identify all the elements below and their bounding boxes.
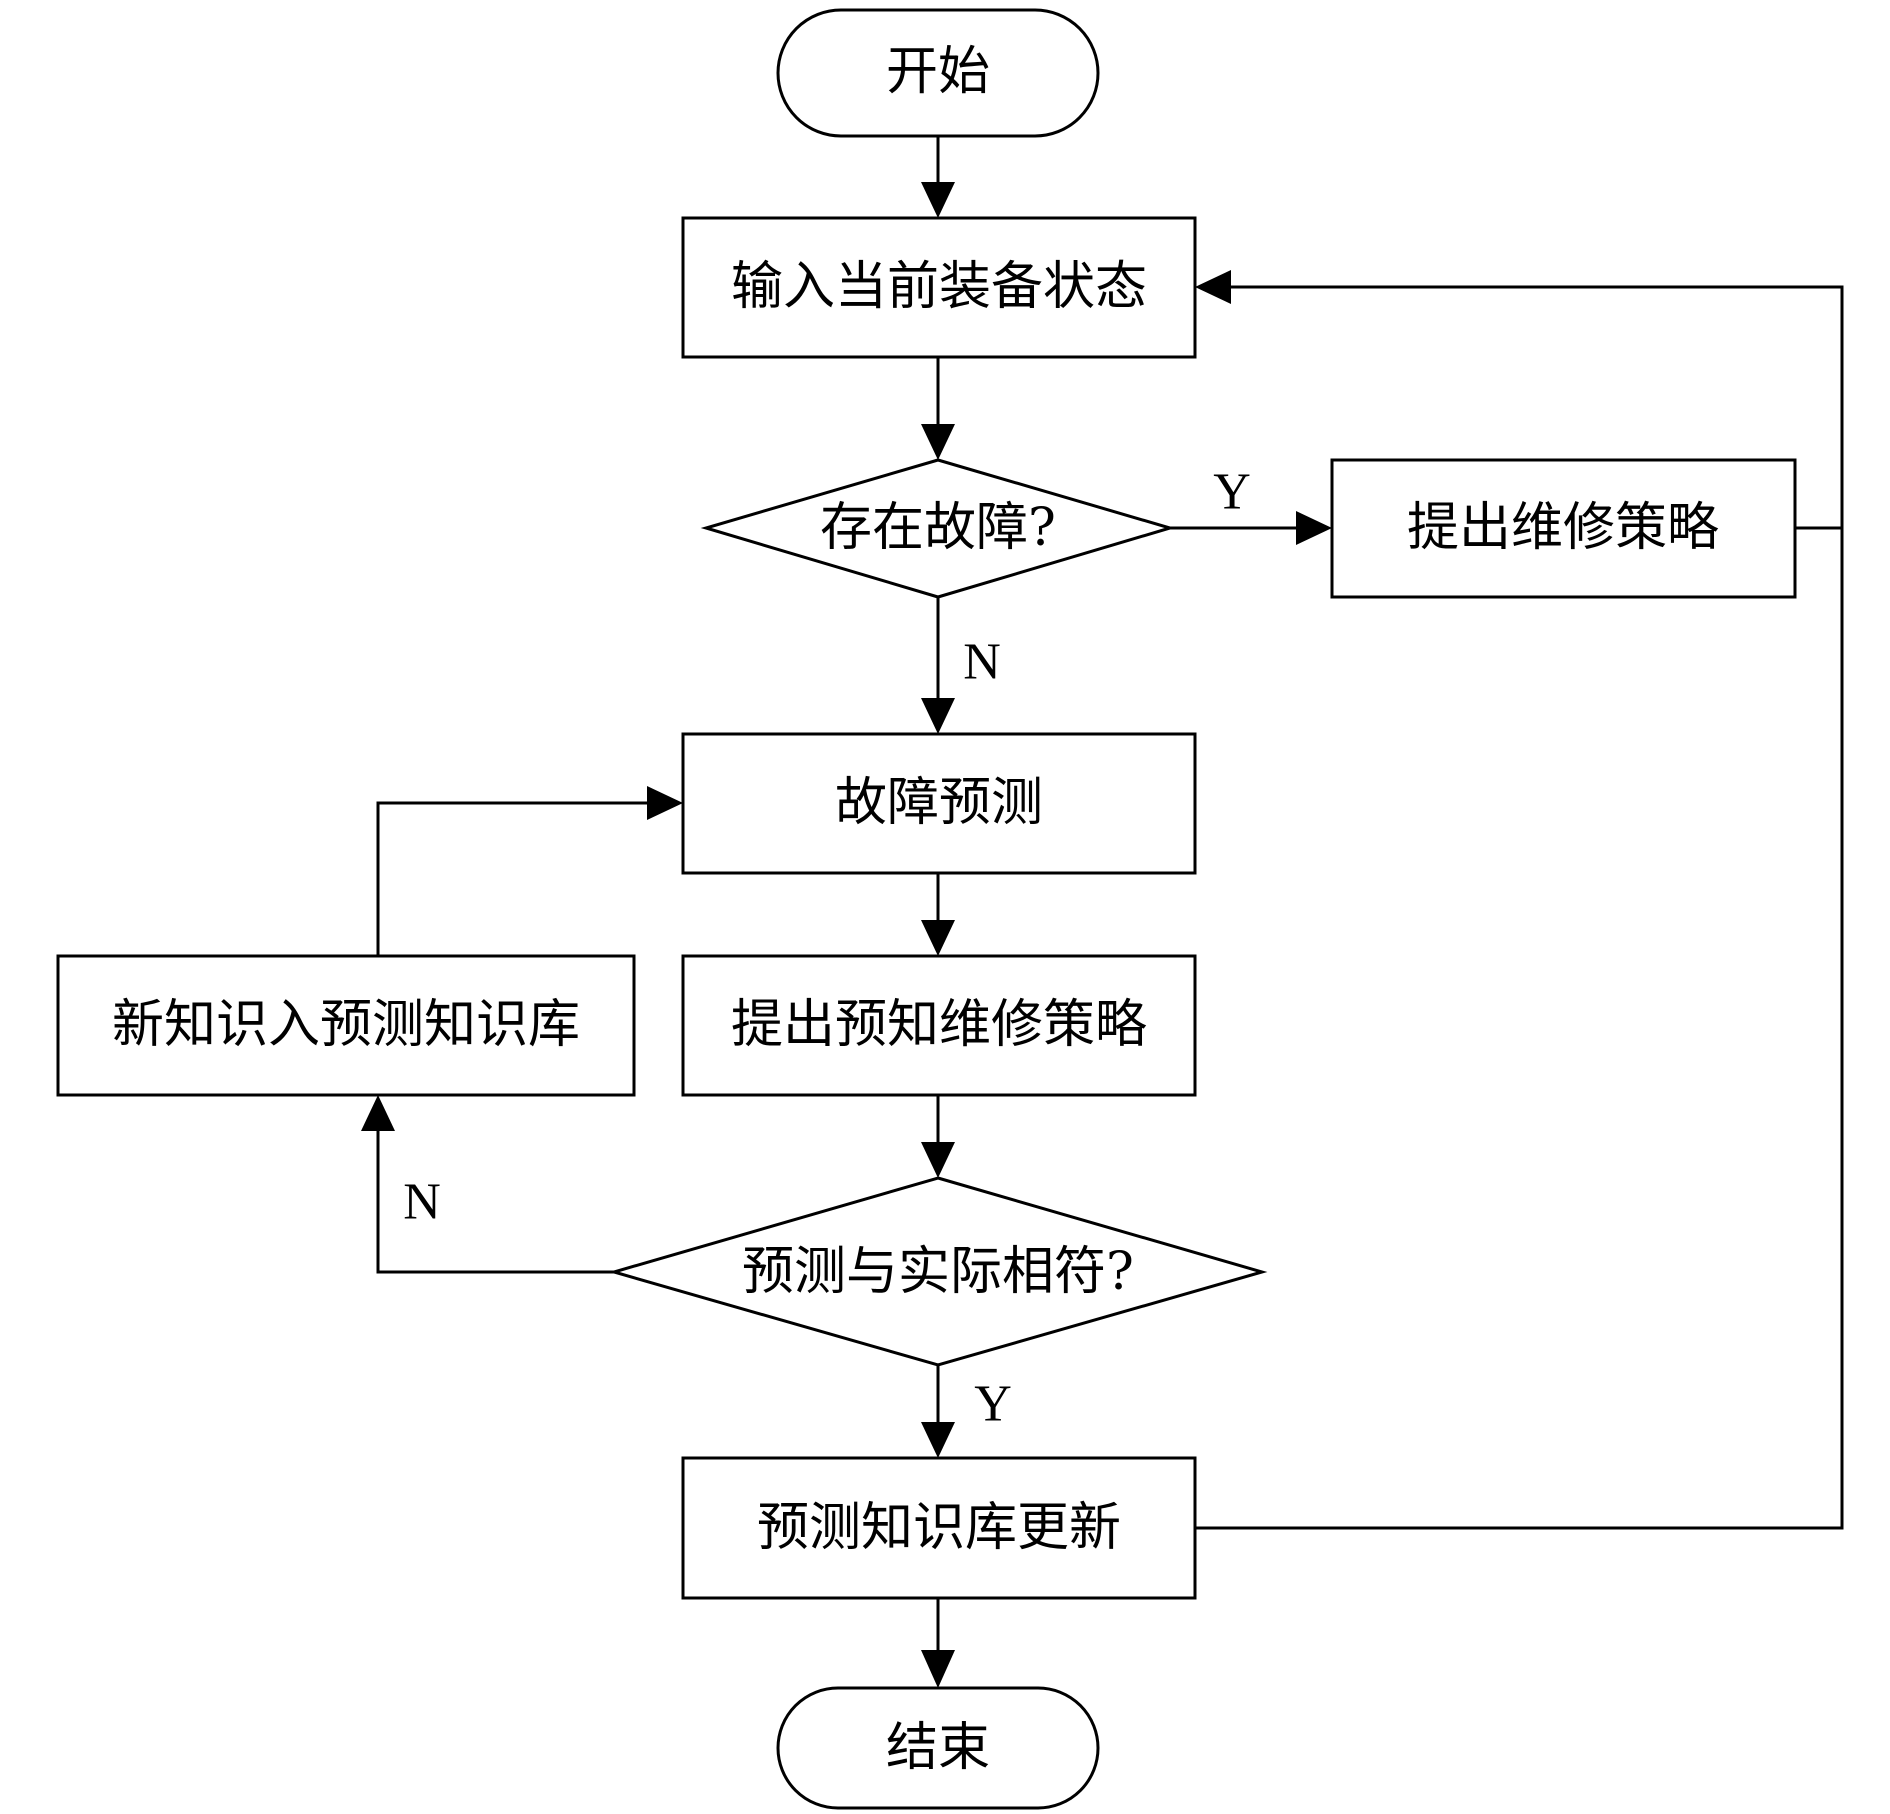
fault-exists-label: 存在故障? bbox=[820, 498, 1056, 558]
connector-update-feedback bbox=[1195, 528, 1844, 1530]
arrowhead-knowledge-prediction bbox=[647, 786, 683, 820]
arrowhead-match-no bbox=[361, 1095, 395, 1131]
fault-yes-label: Y bbox=[1213, 464, 1251, 521]
match-yes-label: Y bbox=[974, 1376, 1012, 1433]
propose-predictive-label: 提出预知维修策略 bbox=[731, 995, 1147, 1055]
match-no-label: N bbox=[403, 1174, 441, 1231]
new-knowledge-label: 新知识入预测知识库 bbox=[112, 995, 580, 1055]
end-label: 结束 bbox=[886, 1718, 990, 1778]
propose-strategy-box bbox=[1330, 458, 1797, 599]
arrowhead-predictive-match bbox=[921, 1142, 955, 1178]
connector-strategy-feedback bbox=[1229, 285, 1844, 530]
arrowhead-match-update bbox=[921, 1422, 955, 1458]
propose-strategy-label: 提出维修策略 bbox=[1407, 498, 1719, 558]
arrowhead-feedback-input bbox=[1195, 270, 1231, 304]
prediction-match-label: 预测与实际相符? bbox=[742, 1242, 1134, 1302]
propose-predictive-box bbox=[681, 954, 1197, 1097]
fault-prediction-box bbox=[681, 732, 1197, 875]
input-state-box bbox=[681, 216, 1197, 359]
new-knowledge-box bbox=[56, 954, 636, 1097]
fault-no-label: N bbox=[963, 634, 1001, 691]
input-state-label: 输入当前装备状态 bbox=[731, 257, 1147, 317]
start-label: 开始 bbox=[886, 42, 990, 102]
arrowhead-fault-strategy bbox=[1296, 511, 1332, 545]
kb-update-label: 预测知识库更新 bbox=[757, 1498, 1121, 1558]
connector-match-no bbox=[376, 1129, 614, 1274]
arrowhead-fault-prediction bbox=[921, 698, 955, 734]
connector-knowledge-prediction bbox=[376, 801, 649, 956]
arrowhead-update-end bbox=[921, 1650, 955, 1688]
arrowhead-input-fault bbox=[921, 424, 955, 460]
arrowhead-start-input bbox=[921, 182, 955, 218]
arrowhead-prediction-predictive bbox=[921, 920, 955, 956]
fault-prediction-label: 故障预测 bbox=[835, 773, 1043, 833]
kb-update-box bbox=[681, 1456, 1197, 1600]
